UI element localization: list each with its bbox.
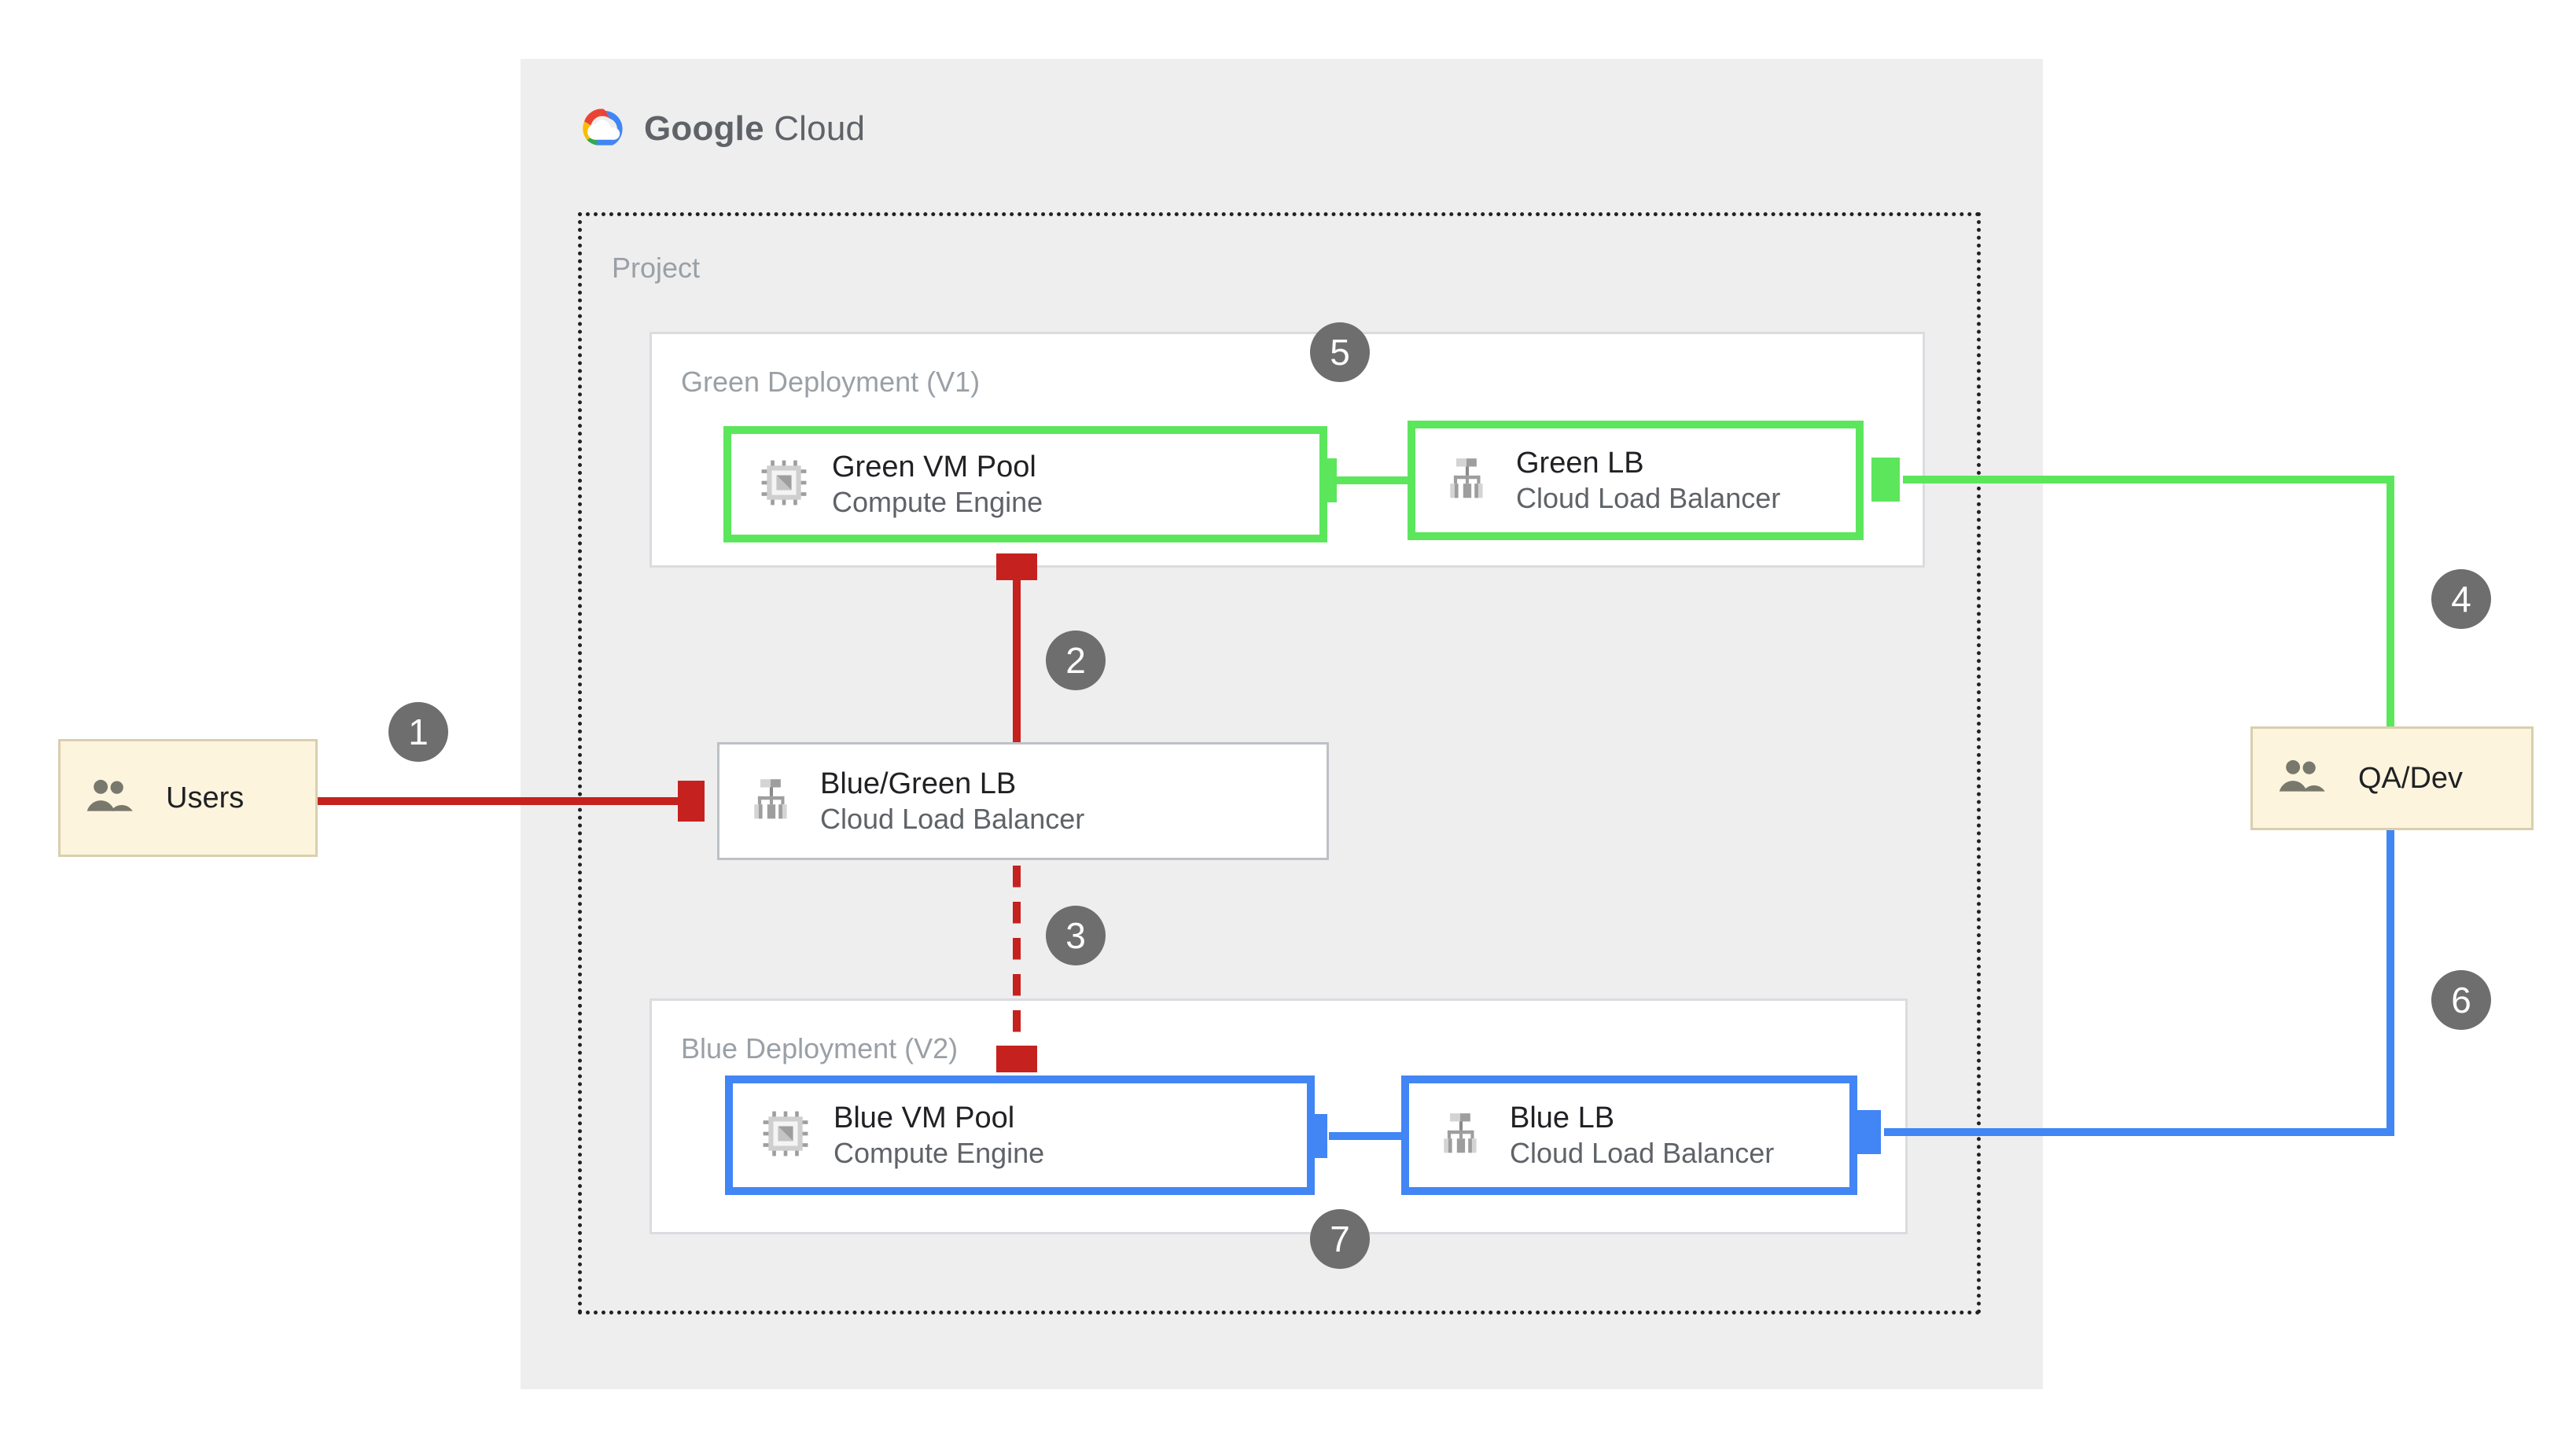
brand-word-google: Google <box>644 108 764 148</box>
users-icon <box>84 778 136 818</box>
node-title: Blue/Green LB <box>820 767 1017 800</box>
connector-greenlb-to-greenvm <box>1337 476 1412 484</box>
arrowhead-bglb-to-greenvm <box>996 553 1037 580</box>
arrowhead-users-to-bglb <box>678 781 705 822</box>
compute-engine-icon <box>761 1109 810 1162</box>
connector-qadev-to-greenlb-horizontal <box>1903 476 2394 484</box>
node-text: Blue VM Pool Compute Engine <box>834 1100 1044 1171</box>
node-text: Blue LB Cloud Load Balancer <box>1510 1100 1774 1171</box>
node-subtitle: Cloud Load Balancer <box>820 803 1085 836</box>
actor-label: QA/Dev <box>2358 761 2464 795</box>
connector-bglb-to-bluevm-dashed <box>1013 865 1021 1047</box>
node-subtitle: Compute Engine <box>832 486 1043 519</box>
cloud-load-balancer-icon <box>1444 454 1492 507</box>
step-badge-4: 4 <box>2431 569 2491 629</box>
users-icon <box>2276 759 2328 799</box>
node-text: Blue/Green LB Cloud Load Balancer <box>820 766 1084 836</box>
arrowhead-qadev-to-greenlb <box>1871 458 1900 502</box>
connector-users-to-bglb <box>318 797 679 805</box>
node-title: Blue VM Pool <box>834 1101 1015 1134</box>
node-title: Blue LB <box>1510 1101 1615 1134</box>
actor-qa-dev[interactable]: QA/Dev <box>2250 726 2534 830</box>
node-subtitle: Cloud Load Balancer <box>1510 1137 1775 1170</box>
node-blue-green-lb[interactable]: Blue/Green LB Cloud Load Balancer <box>717 742 1329 860</box>
node-green-vm-pool[interactable]: Green VM Pool Compute Engine <box>723 426 1327 542</box>
project-boundary <box>578 212 1981 1314</box>
step-badge-1: 1 <box>388 702 448 762</box>
node-green-lb[interactable]: Green LB Cloud Load Balancer <box>1408 421 1864 540</box>
compute-engine-icon <box>760 458 808 511</box>
brand-text: Google Cloud <box>644 109 865 149</box>
connector-qadev-to-bluelb-horizontal <box>1884 1128 2394 1136</box>
connector-bglb-to-greenvm <box>1013 580 1021 745</box>
node-blue-lb[interactable]: Blue LB Cloud Load Balancer <box>1401 1076 1857 1195</box>
google-cloud-brand: Google Cloud <box>578 106 865 151</box>
actor-label: Users <box>166 781 245 814</box>
node-text: Green VM Pool Compute Engine <box>832 449 1043 520</box>
step-badge-7: 7 <box>1310 1209 1370 1269</box>
connector-bluelb-to-bluevm <box>1329 1132 1408 1140</box>
node-blue-vm-pool[interactable]: Blue VM Pool Compute Engine <box>725 1076 1315 1195</box>
node-subtitle: Compute Engine <box>834 1137 1045 1170</box>
node-title: Green VM Pool <box>832 450 1036 484</box>
blue-deployment-label: Blue Deployment (V2) <box>681 1032 959 1064</box>
node-subtitle: Cloud Load Balancer <box>1516 482 1781 515</box>
step-badge-3: 3 <box>1046 906 1106 965</box>
node-text: Green LB Cloud Load Balancer <box>1516 445 1780 516</box>
project-label: Project <box>612 252 701 284</box>
step-badge-6: 6 <box>2431 970 2491 1030</box>
connector-qadev-to-greenlb-vertical <box>2386 476 2394 731</box>
actor-users[interactable]: Users <box>58 739 318 857</box>
step-badge-5: 5 <box>1310 322 1370 382</box>
arrowhead-qadev-to-bluelb <box>1853 1110 1881 1154</box>
cloud-load-balancer-icon <box>1437 1109 1486 1162</box>
arrowhead-bglb-to-bluevm <box>996 1046 1037 1072</box>
brand-word-cloud: Cloud <box>774 108 866 148</box>
google-cloud-logo-icon <box>578 106 627 151</box>
node-title: Green LB <box>1516 446 1644 480</box>
connector-qadev-to-bluelb-vertical <box>2386 825 2394 1136</box>
cloud-load-balancer-icon <box>748 775 797 828</box>
step-badge-2: 2 <box>1046 631 1106 690</box>
green-deployment-label: Green Deployment (V1) <box>681 366 981 398</box>
